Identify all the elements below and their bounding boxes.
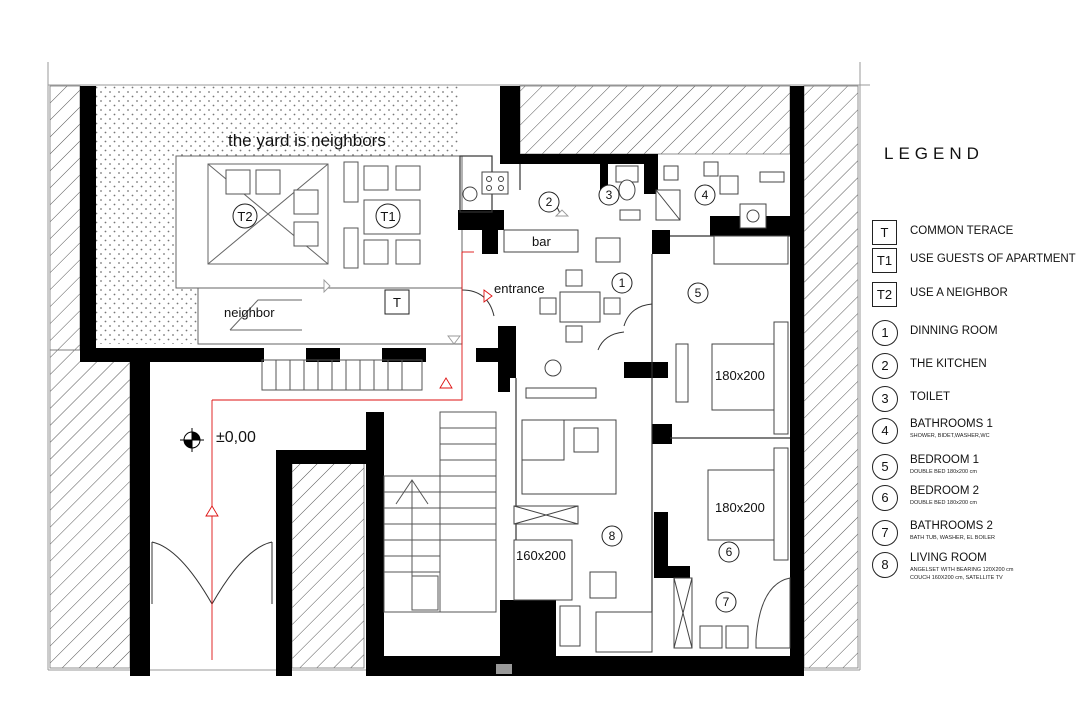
legend-subtext: ANGELSET WITH BEARING 120X200 cm	[910, 567, 1014, 573]
stairs	[261, 359, 497, 613]
legend-text: DINNING ROOM	[910, 325, 998, 337]
svg-text:7: 7	[723, 595, 730, 609]
bed-label-3: 160x200	[516, 548, 566, 563]
legend-text: BATHROOMS 2	[910, 520, 993, 532]
legend-key: T	[872, 220, 897, 245]
svg-text:8: 8	[609, 529, 616, 543]
svg-text:3: 3	[606, 188, 613, 202]
legend-text: USE GUESTS OF APARTMENT	[910, 253, 1076, 265]
room-marker-8: 8	[601, 525, 623, 547]
legend-key: T2	[872, 282, 897, 307]
legend-key: T1	[872, 248, 897, 273]
legend-text: BEDROOM 2	[910, 485, 980, 497]
fixtures	[462, 161, 791, 649]
room-marker-3: 3	[598, 184, 620, 206]
legend-key: 3	[872, 386, 898, 412]
level-label: ±0,00	[216, 429, 256, 446]
room-marker-4: 4	[694, 184, 716, 206]
room-marker-2: 2	[538, 191, 560, 213]
legend-key: 5	[872, 454, 898, 480]
svg-text:2: 2	[546, 195, 553, 209]
terrace-marker-T: T	[384, 289, 410, 315]
threshold-marker	[496, 664, 512, 674]
level-marker	[180, 428, 204, 452]
legend-text: LIVING ROOM	[910, 552, 987, 564]
yard-label: the yard is neighbors	[228, 131, 386, 150]
neighbor-label: neighbor	[224, 305, 275, 320]
terrace-marker-T1: T1	[375, 203, 401, 229]
room-marker-5: 5	[687, 282, 709, 304]
legend-key: 4	[872, 418, 898, 444]
svg-text:1: 1	[619, 276, 626, 290]
terrace-marker-T2: T2	[232, 203, 258, 229]
svg-text:T: T	[393, 295, 401, 310]
legend-subtext: SHOWER, BIDET,WASHER,WC	[910, 433, 990, 439]
svg-text:T2: T2	[237, 209, 252, 224]
legend-key: 2	[872, 353, 898, 379]
red-guide-lines	[205, 209, 570, 660]
legend-text: THE KITCHEN	[910, 358, 987, 370]
svg-text:6: 6	[726, 545, 733, 559]
legend-text: COMMON TERACE	[910, 225, 1014, 237]
svg-text:T1: T1	[380, 209, 395, 224]
room-furniture	[513, 237, 789, 653]
legend-text: BATHROOMS 1	[910, 418, 993, 430]
legend-key: 6	[872, 485, 898, 511]
svg-text:5: 5	[695, 286, 702, 300]
floor-plan: the yard is neighbors neighbor entrance …	[47, 62, 870, 676]
terrace-furniture	[225, 161, 421, 269]
legend-text: TOILET	[910, 391, 951, 403]
legend-subtext: COUCH 160X200 cm, SATELLITE TV	[910, 575, 1003, 581]
legend-subtext: BATH TUB, WASHER, EL BOILER	[910, 535, 995, 541]
room-marker-7: 7	[715, 591, 737, 613]
legend-text: BEDROOM 1	[910, 454, 980, 466]
svg-text:4: 4	[702, 188, 709, 202]
room-marker-1: 1	[611, 272, 633, 294]
legend-key: 7	[872, 520, 898, 546]
bed-label-1: 180x200	[715, 368, 765, 383]
entrance-label: entrance	[494, 281, 545, 296]
legend-subtext: DOUBLE BED 180x200 cm	[910, 500, 977, 506]
legend-title: LEGEND	[884, 144, 984, 163]
hatched-areas	[49, 85, 859, 669]
bar-label: bar	[532, 234, 551, 249]
room-marker-6: 6	[718, 541, 740, 563]
legend-subtext: DOUBLE BED 180x200 cm	[910, 469, 977, 475]
legend-key: 1	[872, 320, 898, 346]
legend-text: USE A NEIGHBOR	[910, 287, 1008, 299]
legend-key: 8	[872, 552, 898, 578]
walls	[80, 86, 804, 676]
bed-label-2: 180x200	[715, 500, 765, 515]
